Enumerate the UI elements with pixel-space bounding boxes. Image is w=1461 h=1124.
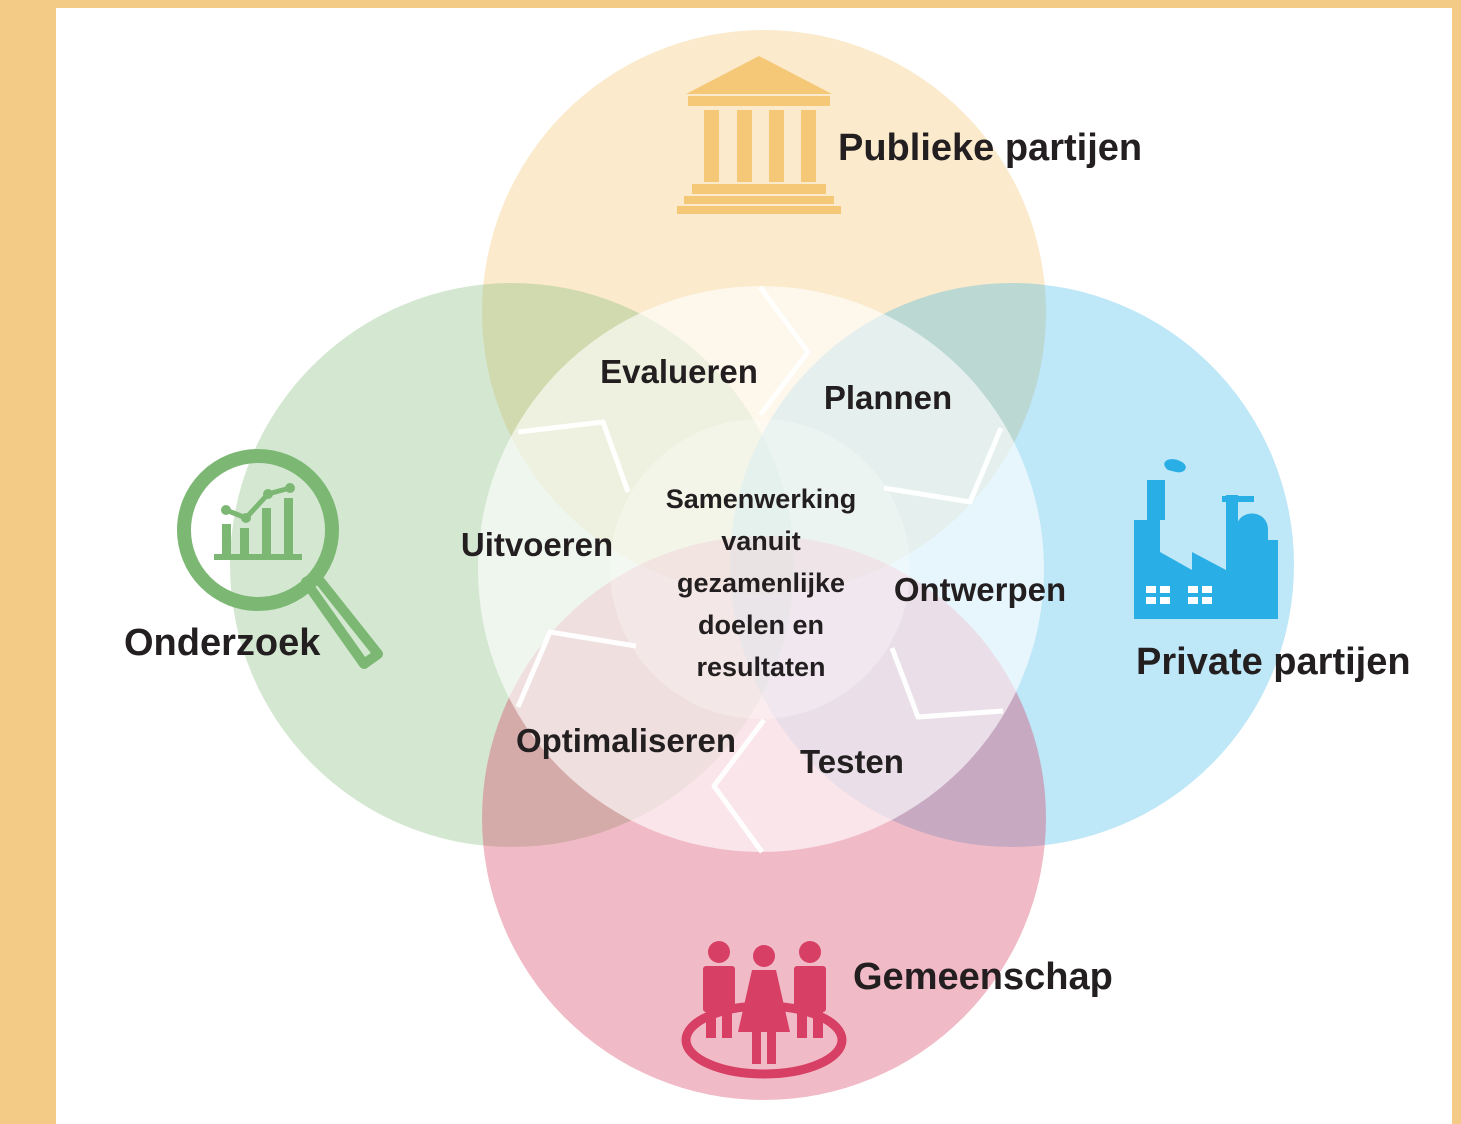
step-evalueren: Evalueren: [600, 353, 758, 390]
separator-lower-right: [889, 647, 1004, 720]
center-text: Samenwerking vanuit gezamenlijke doelen …: [666, 484, 857, 682]
community-people-icon: [681, 941, 847, 1079]
step-optimaliseren: Optimaliseren: [516, 722, 736, 759]
government-building-icon: [677, 56, 841, 214]
private-label: Private partijen: [1136, 641, 1411, 683]
center-line-1: Samenwerking: [666, 484, 857, 514]
cycle-ring: [478, 286, 1044, 852]
publiek-label: Publieke partijen: [838, 127, 1142, 169]
separator-bottom: [711, 718, 766, 854]
center-line-2: vanuit: [721, 526, 801, 556]
separator-top: [757, 285, 811, 417]
magnifier-chart-icon: [177, 449, 383, 669]
onderzoek-label: Onderzoek: [124, 622, 321, 664]
center-line-4: doelen en: [698, 610, 824, 640]
cycle-separators: [515, 285, 1004, 854]
step-uitvoeren: Uitvoeren: [461, 526, 613, 563]
factory-icon: [1134, 459, 1278, 619]
center-line-3: gezamenlijke: [677, 568, 845, 598]
gemeenschap-label: Gemeenschap: [853, 956, 1113, 998]
center-line-5: resultaten: [696, 652, 825, 682]
separator-upper-right: [883, 427, 1004, 505]
separator-upper-left: [517, 419, 631, 493]
separator-lower-left: [515, 629, 637, 708]
step-ontwerpen: Ontwerpen: [894, 571, 1066, 608]
center-hub: [610, 419, 910, 719]
step-plannen: Plannen: [824, 379, 952, 416]
step-testen: Testen: [800, 743, 904, 780]
factory-windows: [1146, 586, 1212, 604]
